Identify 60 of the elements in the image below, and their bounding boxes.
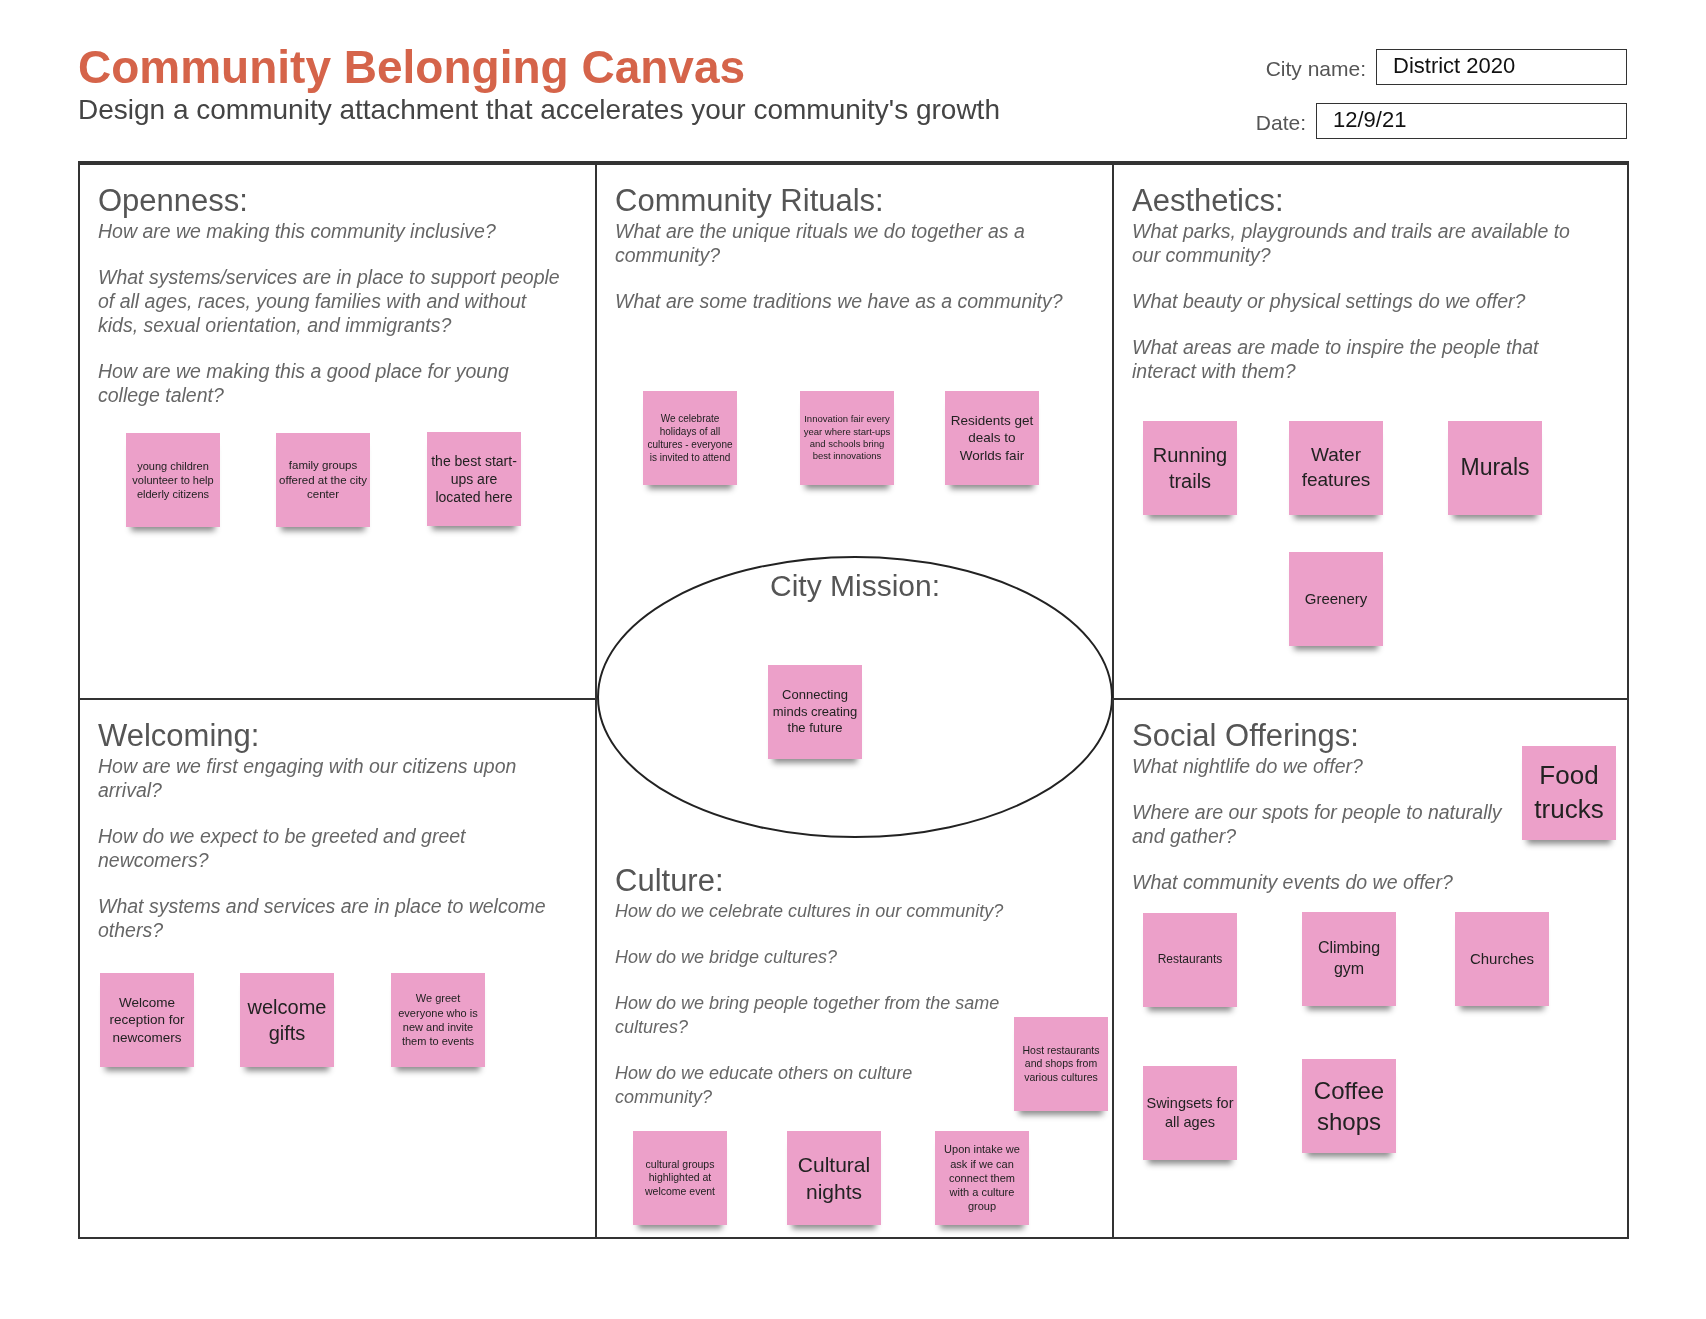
sticky-note: Welcome reception for newcomers <box>100 973 194 1067</box>
sticky-note: welcome gifts <box>240 973 334 1067</box>
section-heading: Social Offerings: <box>1132 718 1360 754</box>
prompt-question: How are we making this a good place for young college talent? <box>98 359 510 407</box>
prompt-question: What are the unique rituals we do together as a community? <box>615 219 1026 267</box>
sticky-note: Churches <box>1455 912 1549 1006</box>
sticky-note: the best start-ups are located here <box>427 432 521 526</box>
sticky-note: Restaurants <box>1143 913 1237 1007</box>
sticky-note: Murals <box>1448 421 1542 515</box>
prompt-question: How do we celebrate cultures in our community? <box>615 900 1005 923</box>
sticky-note: Greenery <box>1289 552 1383 646</box>
sticky-note: Upon intake we ask if we can connect them with a culture group <box>935 1131 1029 1225</box>
prompt-question: What beauty or physical settings do we offer? <box>1132 289 1527 313</box>
sticky-note: family groups offered at the city center <box>276 433 370 527</box>
prompt-question: How are we first engaging with our citizens upon arrival? <box>98 754 518 802</box>
sticky-note: Connecting minds creating the future <box>768 665 862 759</box>
canvas-section <box>78 698 597 1239</box>
sticky-note: Residents get deals to Worlds fair <box>945 391 1039 485</box>
field-label: City name: <box>1265 57 1366 81</box>
input-field: 12/9/21 <box>1316 103 1627 139</box>
mission-ellipse <box>596 555 1114 839</box>
prompt-question: What nightlife do we offer? <box>1132 754 1364 778</box>
sticky-note: Climbing gym <box>1302 912 1396 1006</box>
canvas-section <box>1112 698 1629 1239</box>
sticky-note: Host restaurants and shops from various cultures <box>1014 1017 1108 1111</box>
canvas-subtitle: Design a community attachment that accelerates your community's growth <box>78 94 1000 126</box>
sticky-note: Food trucks <box>1522 746 1616 840</box>
canvas-section <box>78 161 597 700</box>
sticky-note: young children volunteer to help elderly citizens <box>126 433 220 527</box>
prompt-question: How do we expect to be greeted and greet newcomers? <box>98 824 467 872</box>
section-heading: Aesthetics: <box>1132 183 1285 219</box>
sticky-note: Swingsets for all ages <box>1143 1066 1237 1160</box>
prompt-question: How do we bring people together from the same cultures? <box>615 992 1001 1039</box>
sticky-note: We greet everyone who is new and invite them to events <box>391 973 485 1067</box>
prompt-question: What systems/services are in place to support people of all ages, races, young families with and without kids, sexual orientation, and immigrants? <box>98 265 561 337</box>
prompt-question: How do we educate others on culture community? <box>615 1062 914 1109</box>
prompt-question: What systems and services are in place to welcome others? <box>98 894 547 942</box>
section-heading: Welcoming: <box>98 718 261 754</box>
section-heading: Culture: <box>615 863 725 899</box>
prompt-question: What are some traditions we have as a community? <box>615 289 1064 313</box>
canvas-title: Community Belonging Canvas <box>78 40 746 94</box>
section-heading: Community Rituals: <box>615 183 885 219</box>
sticky-note: Innovation fair every year where start-ups and schools bring best innovations <box>800 391 894 485</box>
sticky-note: Water features <box>1289 421 1383 515</box>
sticky-note: Running trails <box>1143 421 1237 515</box>
section-heading: Openness: <box>98 183 249 219</box>
mission-heading: City Mission: <box>769 569 941 603</box>
sticky-note: We celebrate holidays of all cultures - everyone is invited to attend <box>643 391 737 485</box>
sticky-note: Coffee shops <box>1302 1059 1396 1153</box>
sticky-note: cultural groups highlighted at welcome event <box>633 1131 727 1225</box>
prompt-question: What community events do we offer? <box>1132 870 1454 894</box>
field-label: Date: <box>1255 111 1306 135</box>
prompt-question: Where are our spots for people to naturally and gather? <box>1132 800 1504 848</box>
input-field: District 2020 <box>1376 49 1627 85</box>
prompt-question: How do we bridge cultures? <box>615 946 839 969</box>
sticky-note: Cultural nights <box>787 1131 881 1225</box>
canvas-section <box>1112 161 1629 700</box>
prompt-question: What parks, playgrounds and trails are available to our community? <box>1132 219 1571 267</box>
prompt-question: How are we making this community inclusive? <box>98 219 497 243</box>
prompt-question: What areas are made to inspire the people that interact with them? <box>1132 335 1540 383</box>
